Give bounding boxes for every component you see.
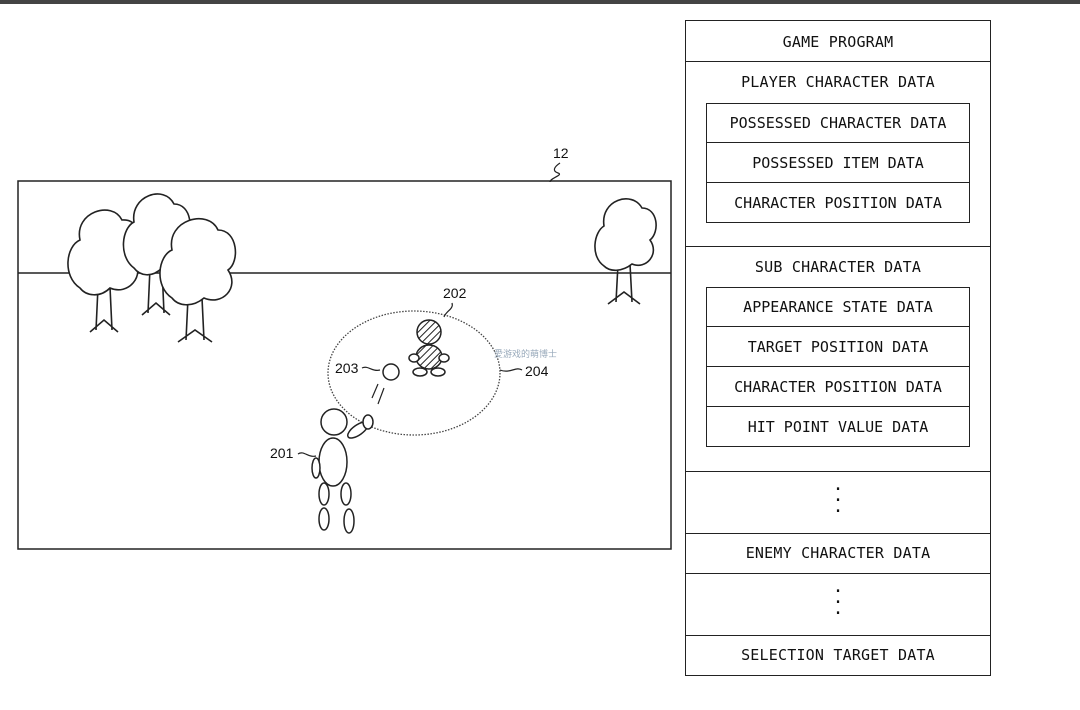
tree-icon (159, 218, 237, 343)
ellipsis-section: ··· (686, 573, 990, 635)
ref-player-character-leader (297, 452, 317, 457)
ball-object (382, 363, 400, 381)
selection-target-title: SELECTION TARGET DATA (741, 646, 935, 664)
top-border (0, 0, 1080, 4)
ref-sub-character-leader (443, 302, 453, 318)
watermark-text: 愛游戏的萌博士 (494, 350, 558, 360)
possessed-item-data-box: POSSESSED ITEM DATA (706, 143, 970, 183)
enemy-character-title: ENEMY CHARACTER DATA (745, 544, 931, 562)
hit-point-value-data-box: HIT POINT VALUE DATA (706, 407, 970, 447)
ref-ball-leader (361, 366, 381, 371)
sub-character-section: SUB CHARACTER DATA APPEARANCE STATE DATA… (686, 246, 990, 471)
player-character-position-data-box: CHARACTER POSITION DATA (706, 183, 970, 223)
player-character-section: PLAYER CHARACTER DATA POSSESSED CHARACTE… (686, 61, 990, 246)
sub-character (408, 319, 450, 377)
ref-screen-leader (549, 162, 561, 183)
game-program-table: GAME PROGRAM PLAYER CHARACTER DATA POSSE… (685, 20, 991, 676)
target-position-data-box: TARGET POSITION DATA (706, 327, 970, 367)
game-program-header: GAME PROGRAM (782, 33, 894, 51)
appearance-state-data-box: APPEARANCE STATE DATA (706, 287, 970, 327)
enemy-character-section: ENEMY CHARACTER DATA (686, 533, 990, 573)
tree-icon (594, 198, 657, 305)
ellipsis-section: ··· (686, 471, 990, 533)
possessed-character-data-box: POSSESSED CHARACTER DATA (706, 103, 970, 143)
sub-character-title: SUB CHARACTER DATA (754, 258, 922, 276)
ref-ball: 203 (335, 360, 359, 376)
ref-player-character: 201 (270, 445, 294, 461)
ref-sub-character: 202 (443, 285, 467, 301)
player-character-title: PLAYER CHARACTER DATA (741, 73, 935, 91)
ref-selection-range: 204 (525, 363, 549, 379)
ball-trajectory-lines (371, 383, 385, 405)
selection-range-ellipse (327, 310, 501, 436)
ref-selection-range-leader (499, 368, 523, 372)
sub-character-position-data-box: CHARACTER POSITION DATA (706, 367, 970, 407)
ref-screen: 12 (553, 145, 569, 161)
vertical-ellipsis: ··· (832, 479, 844, 522)
player-character (311, 408, 374, 534)
selection-target-section: SELECTION TARGET DATA (686, 635, 990, 675)
vertical-ellipsis: ··· (832, 581, 844, 624)
